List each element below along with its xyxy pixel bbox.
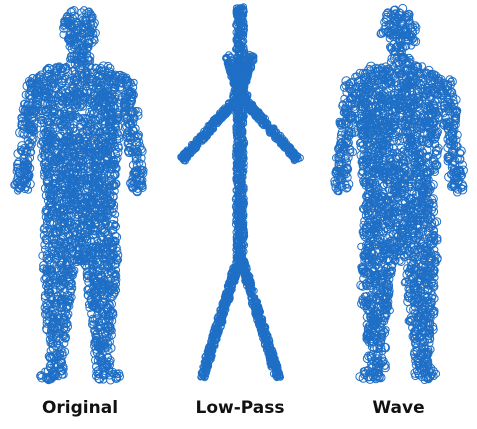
panel-low-pass: Low-Pass (160, 0, 320, 429)
panel-original: Original (0, 0, 160, 429)
label-original: Original (0, 398, 160, 418)
low-pass-skeleton-point-cloud (160, 0, 320, 395)
original-body-point-cloud (0, 0, 160, 395)
